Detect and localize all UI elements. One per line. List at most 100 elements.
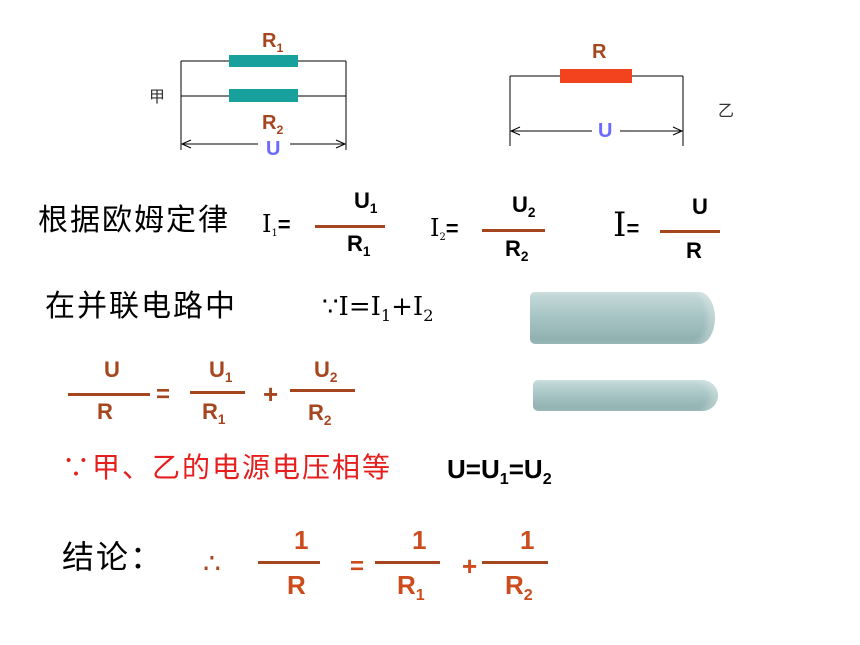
sum-equals: = [156,381,171,408]
current-sum-part-a: I=I [338,292,381,322]
eq1-num-base: U [354,188,370,213]
eq2-equals: = [445,216,459,241]
sum-term2-den-base: R [308,400,324,425]
eq2-current-sub: 2 [439,231,446,243]
sum-term1-numerator: U1 [209,357,232,385]
sum-term1-den-sub: 1 [217,412,226,428]
conclusion-lhs-numerator: 1 [294,525,309,555]
therefore-symbol: ∴ [203,547,221,580]
eq1-numerator: U1 [354,188,377,216]
jia-arrowhead-left [180,139,192,149]
eq3-current-symbol: I [613,205,627,245]
eq1-den-sub: 1 [362,244,371,260]
eq1-fraction-bar [315,225,385,228]
jia-resistor-r2 [229,89,298,102]
sum-term1-denominator: R1 [202,399,225,427]
voltage-eq-part-b: =U [508,454,543,484]
yi-circuit-name: 乙 [718,101,735,120]
voltage-eq-sub-a: 1 [499,470,509,489]
jia-r1-base: R [262,30,277,52]
conclusion-label: 结论： [62,538,165,576]
eq2-numerator: U2 [512,192,535,220]
eq2-den-sub: 2 [520,249,529,265]
eq2-num-sub: 2 [527,205,536,221]
conclusion-lhs-denominator: R [287,570,306,600]
sum-term2-denominator: R2 [308,400,331,428]
current-sum-part-b: +I [391,292,424,322]
eq1-denominator: R1 [347,231,370,259]
eq3-lhs: I= [613,208,639,242]
sum-term2-numerator: U2 [314,357,337,385]
sum-term1-num-sub: 1 [224,370,233,386]
jia-voltage-label: U [266,138,281,160]
jia-r1-sub: 1 [276,40,284,55]
sum-plus: + [263,379,279,409]
ohms-law-label: 根据欧姆定律 [38,203,230,238]
current-sum-sub-a: 1 [380,306,392,326]
jia-r2-label: R2 [262,112,283,136]
eq1-current-sub: 1 [271,227,278,239]
jia-arrowhead-right [335,139,347,149]
conclusion-term2-fraction-bar [482,561,548,564]
cylinder-thin [533,380,718,411]
yi-arrowhead-left [509,126,521,136]
eq3-equals: = [626,216,640,241]
sum-term2-den-sub: 2 [323,413,332,429]
eq3-numerator: U [692,194,708,219]
voltage-eq-part-a: U=U [447,454,500,484]
yi-r-label: R [592,41,607,63]
sum-term1-den-base: R [202,399,218,424]
current-sum-equation: ∵I=I1+I2 [322,292,433,324]
sum-lhs-denominator: R [97,399,113,424]
jia-r1-label: R1 [262,30,283,54]
yi-arrowhead-right [672,126,684,136]
eq2-lhs: I2= [430,214,459,243]
conclusion-term2-den-sub: 2 [523,586,533,605]
conclusion-term2-den-base: R [505,570,524,600]
jia-r2-base: R [262,112,277,134]
sum-lhs-numerator: U [104,357,120,382]
eq2-fraction-bar [482,229,545,232]
circuit-yi-wires [509,75,684,146]
sum-term1-num-base: U [209,357,225,382]
conclusion-term1-den-sub: 1 [415,586,425,605]
sum-lhs-fraction-bar [68,393,150,396]
conclusion-term1-den-base: R [397,570,416,600]
eq3-denominator: R [686,238,702,263]
sum-term2-num-base: U [314,357,330,382]
jia-resistor-r1 [229,55,298,67]
eq3-fraction-bar [660,230,720,233]
voltage-equality: U=U1=U2 [447,454,552,487]
conclusion-lhs-fraction-bar [258,561,320,564]
cylinder-thick [530,292,715,344]
sum-term1-fraction-bar [190,391,245,394]
voltage-eq-sub-b: 2 [542,470,552,489]
conclusion-term1-denominator: R1 [397,570,425,603]
jia-circuit-name: 甲 [149,87,166,106]
eq1-current-symbol: I [262,210,272,238]
conclusion-plus: + [462,551,478,581]
voltage-statement: ∵甲、乙的电源电压相等 [62,451,393,484]
conclusion-term2-numerator: 1 [520,525,535,555]
parallel-label: 在并联电路中 [45,289,237,324]
current-sum-sub-b: 2 [423,306,434,326]
eq1-num-sub: 1 [369,201,378,217]
eq1-lhs: I1= [262,210,291,239]
conclusion-term2-denominator: R2 [505,570,533,603]
eq1-equals: = [277,212,291,237]
sum-term2-num-sub: 2 [329,370,338,386]
eq2-den-base: R [505,236,521,261]
jia-r2-sub: 2 [276,122,284,137]
sum-term2-fraction-bar [290,389,355,392]
eq2-num-base: U [512,192,528,217]
circuit-jia-wires [180,60,347,150]
eq1-den-base: R [347,231,363,256]
yi-resistor-r [560,69,632,83]
conclusion-equals: = [350,553,365,580]
conclusion-term1-fraction-bar [375,561,440,564]
yi-voltage-label: U [598,120,613,142]
because-symbol: ∵ [322,292,339,322]
eq2-denominator: R2 [505,236,528,264]
eq2-current-symbol: I [430,214,440,242]
